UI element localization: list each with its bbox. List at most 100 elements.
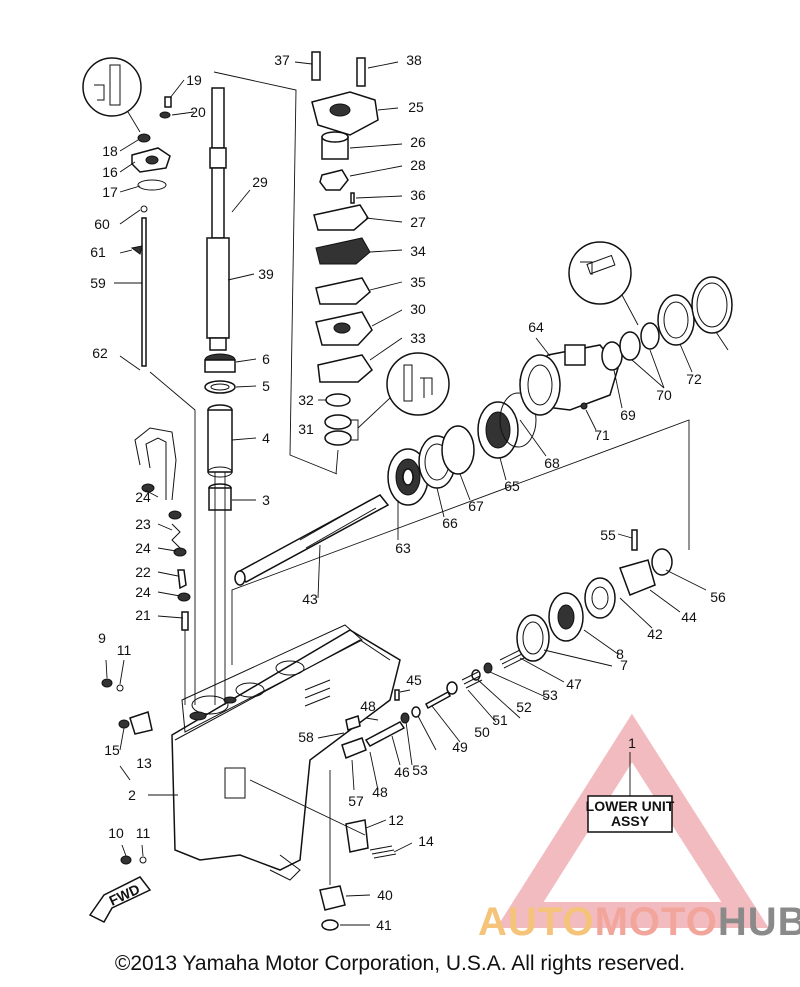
part-label: 41: [376, 917, 392, 933]
part-label: 3: [262, 492, 270, 508]
part-label: 19: [186, 72, 202, 88]
part-label: 14: [418, 833, 434, 849]
part-label: 64: [528, 319, 544, 335]
part-label: 29: [252, 174, 268, 190]
drive-shaft: [206, 87, 230, 351]
part-label: 46: [394, 764, 410, 780]
part-label: 48: [360, 698, 376, 714]
lower-unit-assy-box: LOWER UNIT ASSY: [586, 752, 675, 833]
misc-fasteners: [101, 678, 397, 931]
part-label: 70: [656, 387, 672, 403]
part-label: 28: [410, 157, 426, 173]
part-label: 24: [135, 540, 151, 556]
part-label: 5: [262, 378, 270, 394]
part-label: 35: [410, 274, 426, 290]
propeller-shaft: [234, 494, 390, 586]
part-label: 45: [406, 672, 422, 688]
part-label: 36: [410, 187, 426, 203]
part-label: 65: [504, 478, 520, 494]
part-label: 20: [190, 104, 206, 120]
part-label: 51: [492, 712, 508, 728]
watermark-part-a: AUTO: [478, 900, 595, 944]
lower-unit-line2: ASSY: [611, 813, 650, 829]
part-label: 15: [104, 742, 120, 758]
part-label: 59: [90, 275, 106, 291]
part-label: 12: [388, 812, 404, 828]
part-label: 21: [135, 607, 151, 623]
part-label: 32: [298, 392, 314, 408]
part-label: 37: [274, 52, 290, 68]
lower-case-housing: [171, 624, 401, 881]
part-label: 26: [410, 134, 426, 150]
part-label: 24: [135, 584, 151, 600]
copyright-notice: ©2013 Yamaha Motor Corporation, U.S.A. A…: [114, 952, 686, 975]
part-label: 72: [686, 371, 702, 387]
part-label: 33: [410, 330, 426, 346]
part-label: 10: [108, 825, 124, 841]
part-label: 55: [600, 527, 616, 543]
part-label: 22: [135, 564, 151, 580]
watermark-logo: AUTOMOTOHUB: [478, 900, 800, 945]
leader-lines: [105, 61, 729, 926]
part-label: 1: [628, 735, 636, 751]
seal-inset-circle: [357, 352, 450, 429]
part-label: 30: [410, 301, 426, 317]
part-label: 2: [128, 787, 136, 803]
reverse-gear-parts: [341, 529, 673, 759]
part-label: 66: [442, 515, 458, 531]
part-label: 61: [90, 244, 106, 260]
part-label: 67: [468, 498, 484, 514]
part-label: 63: [395, 540, 411, 556]
watermark-part-b: MOTO: [594, 900, 718, 944]
bearing-shims: [418, 392, 537, 489]
part-label: 6: [262, 351, 270, 367]
fwd-arrow-icon: FWD: [88, 876, 152, 923]
part-number-labels: 1 2 3 4 5 6 7 8 9 10 11 11 12 13 14 15 1…: [90, 52, 726, 933]
part-label: 24: [135, 489, 151, 505]
part-label: 53: [542, 687, 558, 703]
part-label: 50: [474, 724, 490, 740]
part-label: 38: [406, 52, 422, 68]
part-label: 34: [410, 243, 426, 259]
water-pump-assembly: [311, 51, 379, 446]
part-label: 62: [92, 345, 108, 361]
watermark-part-c: HUB: [717, 900, 800, 944]
part-label: 16: [102, 164, 118, 180]
drive-shaft-bearings: [204, 353, 236, 705]
shift-rod-assembly: [82, 57, 172, 367]
part-label: 18: [102, 143, 118, 159]
part-label: 58: [298, 729, 314, 745]
part-label: 11: [117, 642, 132, 658]
part-label: 69: [620, 407, 636, 423]
part-label: 53: [412, 762, 428, 778]
part-label: 4: [262, 430, 270, 446]
part-label: 42: [647, 626, 663, 642]
part-label: 68: [544, 455, 560, 471]
part-label: 17: [102, 184, 118, 200]
part-label: 27: [410, 214, 426, 230]
lower-unit-line1: LOWER UNIT: [586, 798, 675, 814]
fwd-label: FWD: [107, 881, 143, 909]
part-label: 11: [136, 825, 151, 841]
part-label: 48: [372, 784, 388, 800]
part-label: 60: [94, 216, 110, 232]
part-label: 7: [620, 657, 628, 673]
part-label: 49: [452, 739, 468, 755]
part-label: 43: [302, 591, 318, 607]
part-label: 8: [616, 646, 624, 662]
bearing-inset-circle: [568, 241, 639, 326]
part-label: 44: [681, 609, 697, 625]
part-label: 9: [98, 630, 106, 646]
part-label: 71: [594, 427, 610, 443]
watermark-triangle-icon: [496, 713, 769, 928]
part-label: 13: [136, 755, 152, 771]
part-label: 52: [516, 699, 532, 715]
part-label: 56: [710, 589, 726, 605]
part-label: 25: [408, 99, 424, 115]
part-label: 47: [566, 676, 582, 692]
part-label: 23: [135, 516, 151, 532]
part-label: 40: [377, 887, 393, 903]
prop-shaft-housing: [519, 276, 733, 416]
part-label: 57: [348, 793, 364, 809]
